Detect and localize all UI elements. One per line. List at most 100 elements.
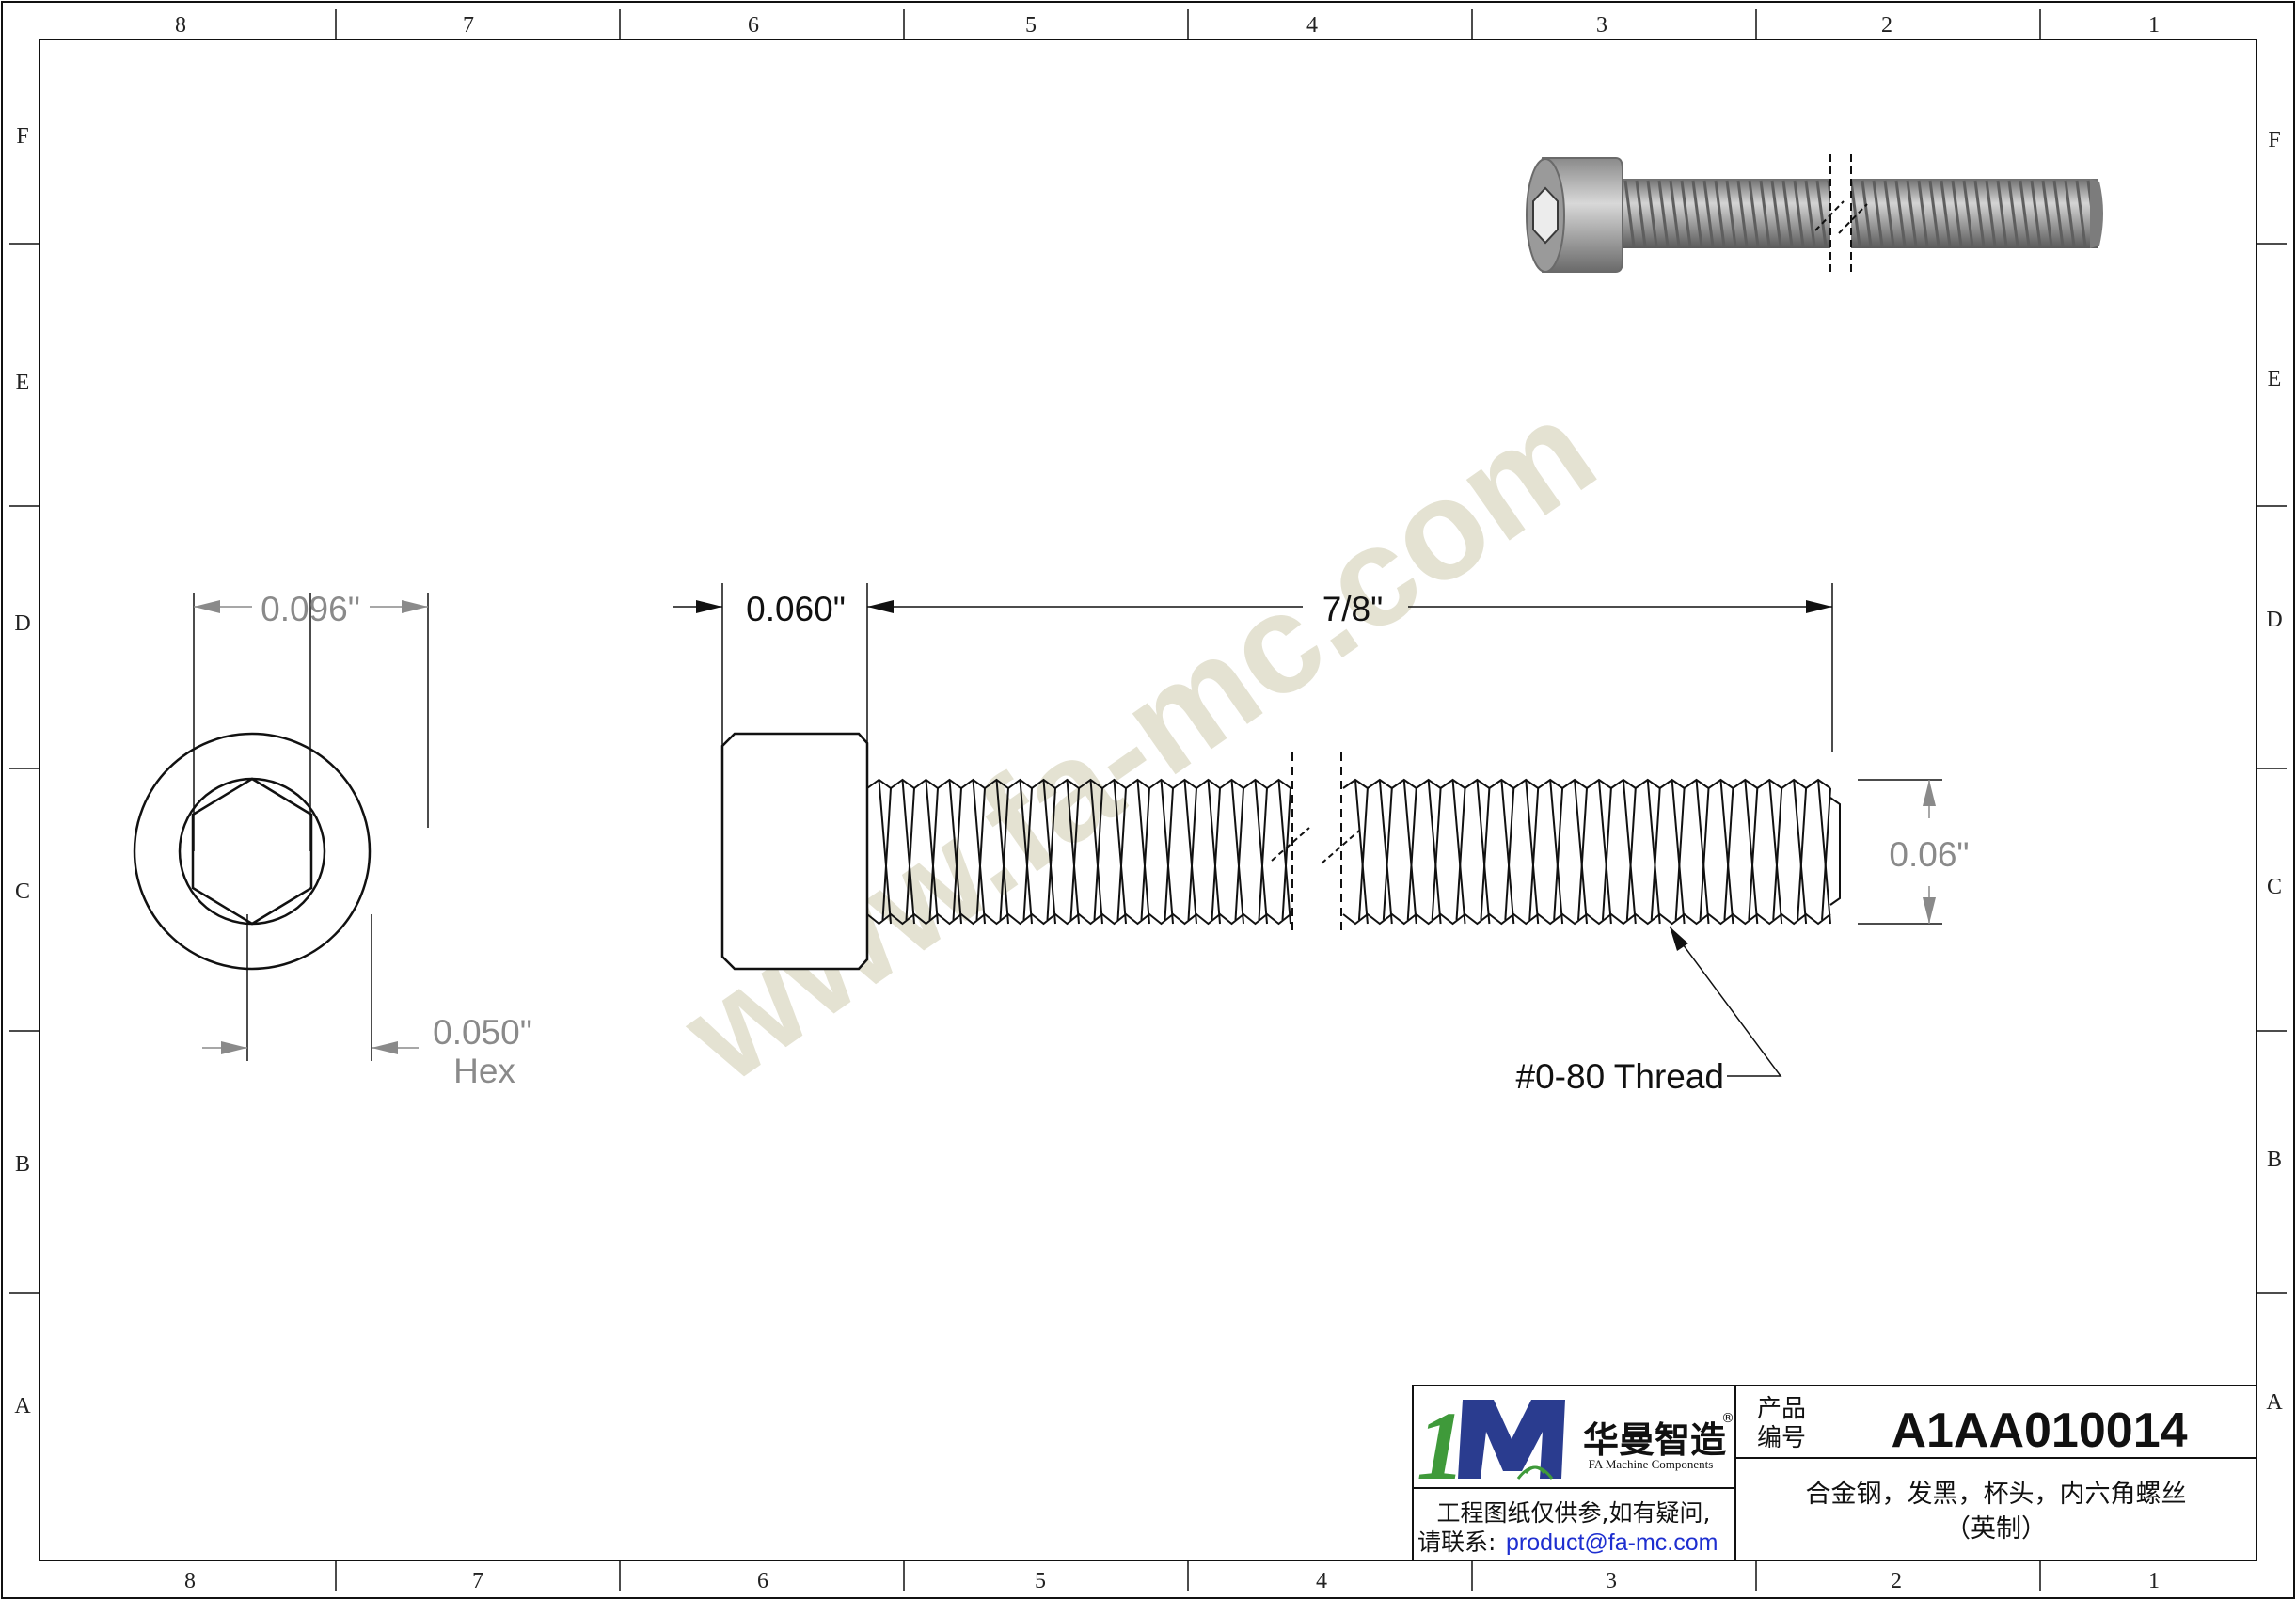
- render-thread-line: [1635, 180, 1647, 247]
- col-label: 7: [463, 13, 474, 38]
- notice-email: product@fa-mc.com: [1506, 1529, 1718, 1556]
- thread-root: [1234, 787, 1244, 921]
- col-label: 2: [1881, 13, 1892, 38]
- thread-root: [999, 787, 1009, 921]
- render-thread-line: [2041, 180, 2053, 247]
- col-label: 4: [1316, 1569, 1327, 1593]
- thread-flank: [1817, 779, 1831, 925]
- thread-callout: #0-80 Thread: [1516, 1057, 1724, 1096]
- col-label: 8: [184, 1569, 196, 1593]
- zone-ticks: [9, 9, 2287, 1591]
- thread-flank: [1042, 779, 1056, 925]
- row-label: E: [2268, 367, 2282, 391]
- row-label: B: [15, 1152, 30, 1177]
- thread-flank: [1768, 779, 1783, 925]
- thread-root: [1187, 787, 1197, 921]
- render-thread-line: [2019, 180, 2031, 247]
- thread-flank: [948, 779, 962, 925]
- col-label: 6: [757, 1569, 768, 1593]
- row-label: B: [2267, 1148, 2282, 1172]
- logo-registered: ®: [1721, 1411, 1734, 1426]
- product-description-1: 合金钢，发黑，杯头，内六角螺丝: [1806, 1480, 2187, 1509]
- render-thread-line: [1736, 180, 1749, 247]
- thread-crest-bottom: [866, 912, 1291, 926]
- thread-flank: [925, 779, 939, 925]
- zone-labels-bottom: 8 7 6 5 4 3 2 1: [184, 1569, 2160, 1593]
- thread-root: [1480, 787, 1491, 921]
- render-thread-line: [1996, 180, 2008, 247]
- thread-flank: [1574, 779, 1588, 925]
- col-label: 2: [1891, 1569, 1902, 1593]
- logo-cn: 华曼智造: [1583, 1419, 1726, 1461]
- row-label: E: [16, 371, 30, 395]
- render-thread-line: [1951, 180, 1963, 247]
- render-hex-socket: [1532, 186, 1559, 245]
- render-break-gap: [1830, 158, 1851, 276]
- render-thread-line: [2064, 180, 2076, 247]
- zone-labels-left: F E D C B A: [14, 124, 31, 1418]
- logo-en: FA Machine Components: [1589, 1457, 1714, 1471]
- thread-flank: [972, 779, 986, 925]
- dim-thread-diameter: 0.06": [1889, 835, 1969, 874]
- render-thread-line: [1770, 180, 1782, 247]
- thread-root: [1455, 787, 1466, 921]
- thread-flank: [1451, 779, 1466, 925]
- render-thread-line: [1748, 180, 1760, 247]
- thread-root: [1821, 787, 1831, 921]
- thread-flank: [1402, 779, 1417, 925]
- thread-flank: [1183, 779, 1197, 925]
- thread-root: [1553, 787, 1564, 921]
- thread-flank: [1646, 779, 1661, 925]
- thread-root: [881, 787, 892, 921]
- side-view: 0.060" 7/8" 0.06" #0-80 Thread: [673, 583, 1970, 1096]
- render-tip: [2090, 179, 2103, 248]
- thread-root: [1093, 787, 1103, 921]
- dim-head-height: 0.060": [746, 590, 846, 628]
- thread-root: [952, 787, 962, 921]
- thread-flank: [901, 779, 915, 925]
- product-no-label-1: 产品: [1757, 1395, 1806, 1423]
- screw-3d-render: [1526, 154, 2103, 276]
- thread-root: [1357, 787, 1369, 921]
- render-thread-line: [1849, 180, 1861, 247]
- col-label: 6: [748, 13, 759, 38]
- thread-flank: [878, 779, 892, 925]
- thread-root: [1748, 787, 1759, 921]
- end-view: 0.096" 0.050" Hex: [133, 590, 532, 1090]
- thread-flank: [1207, 779, 1221, 925]
- render-thread-line: [1793, 180, 1805, 247]
- dim-hex-label: Hex: [453, 1052, 515, 1090]
- render-thread-line: [1691, 180, 1703, 247]
- render-thread-line: [1917, 180, 1929, 247]
- col-label: 4: [1306, 13, 1318, 38]
- thread-root: [1577, 787, 1588, 921]
- render-thread-line: [1714, 180, 1726, 247]
- render-thread-line: [1725, 180, 1737, 247]
- logo-mark-m: [1458, 1400, 1565, 1479]
- company-logo: 1 华曼智造 ® FA Machine Components: [1417, 1392, 1734, 1500]
- thread-root: [1406, 787, 1417, 921]
- thread-root: [1164, 787, 1174, 921]
- zone-labels-right: F E D C B A: [2266, 128, 2283, 1415]
- dim-length: 7/8": [1322, 590, 1384, 628]
- col-label: 7: [472, 1569, 483, 1593]
- thread-flank: [1695, 779, 1710, 925]
- col-label: 3: [1596, 13, 1607, 38]
- row-label: A: [2266, 1390, 2283, 1415]
- thread-root: [1797, 787, 1808, 921]
- thread-flank: [1089, 779, 1103, 925]
- thread-flank: [1793, 779, 1808, 925]
- thread-flank: [1427, 779, 1442, 925]
- row-label: C: [15, 879, 30, 904]
- thread-flank: [1597, 779, 1612, 925]
- dim-hex-size: 0.050": [433, 1013, 532, 1052]
- col-label: 5: [1025, 13, 1037, 38]
- render-thread-line: [1861, 180, 1873, 247]
- thread-flank: [1277, 779, 1291, 925]
- render-thread-line: [1872, 180, 1884, 247]
- thread-crest-bottom: [1342, 912, 1831, 926]
- thread-flank: [1525, 779, 1540, 925]
- col-label: 1: [2148, 13, 2160, 38]
